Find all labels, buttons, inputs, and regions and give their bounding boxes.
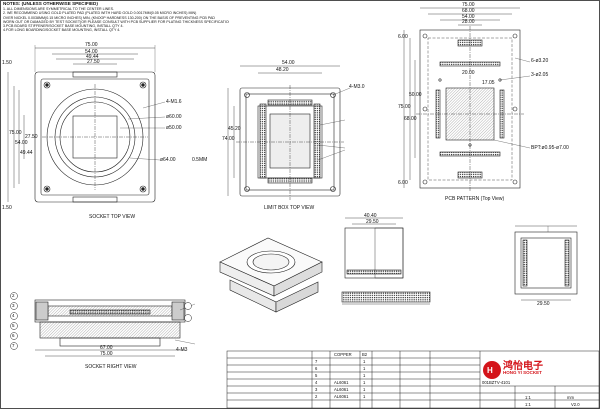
dim-label: 67.00 bbox=[100, 345, 113, 351]
view-title-pcb: PCB PATTERN (Top View) bbox=[445, 196, 505, 202]
bom-header-material: COPPER bbox=[334, 352, 352, 357]
dim-label: 68.00 bbox=[404, 116, 417, 122]
company-logo-mark: H bbox=[483, 361, 501, 379]
title-block: COPPER B2 7 1 6 1 5 1 4 AL6061 1 3 AL606… bbox=[227, 351, 599, 408]
socket-right-view bbox=[34, 299, 196, 357]
dim-label: 49.44 bbox=[20, 150, 33, 156]
dim-label: 50.00 bbox=[409, 92, 422, 98]
dim-label: 54.00 bbox=[85, 49, 98, 55]
notes-title: NOTES: (UNLESS OTHERWISE SPECIFIED) bbox=[3, 2, 98, 6]
dim-label: 54.00 bbox=[462, 14, 475, 20]
scale-label: 1:1 bbox=[525, 395, 531, 400]
dim-label: 49.44 bbox=[86, 54, 99, 60]
dim-label: 27.50 bbox=[25, 134, 38, 140]
bom-row-qty: 1 bbox=[363, 366, 366, 371]
dim-label: 27.50 bbox=[87, 59, 100, 65]
notes-line: 3.PCB BOARD STIFFENER/SOCKET BASE MOUNTI… bbox=[3, 24, 124, 29]
notes-line: WORN OUT OR DAMAGED BY TEST SOCKET(OR PL… bbox=[3, 19, 229, 24]
view-title-limit-box: LIMIT BOX TOP VIEW bbox=[264, 205, 315, 211]
balloon-number: 2 bbox=[12, 293, 15, 298]
dim-label: 6-ø3.20 bbox=[531, 58, 549, 64]
dim-label: 68.00 bbox=[462, 8, 475, 14]
title-block-grid bbox=[226, 350, 600, 409]
svg-text:H: H bbox=[487, 366, 493, 375]
balloon-number: 3 bbox=[12, 303, 15, 308]
bom-row-no: 4 bbox=[315, 380, 318, 385]
balloon-number: 7 bbox=[12, 343, 15, 348]
dim-label: 54.00 bbox=[282, 60, 295, 66]
dim-label: 3-ø2.05 bbox=[531, 72, 549, 78]
dim-label: 4-M1.6 bbox=[166, 99, 182, 105]
version: V2.0 bbox=[571, 402, 580, 407]
dim-label: ø60.00 bbox=[166, 114, 182, 120]
dim-label: 28.00 bbox=[462, 19, 475, 25]
dim-label: 4-M3.0 bbox=[349, 84, 365, 90]
dim-label: 6.00 bbox=[398, 180, 408, 186]
bom-row-no: 5 bbox=[315, 373, 318, 378]
socket-top-view bbox=[7, 45, 166, 203]
notes-line: OVER NICKEL 0.0038MM(0.15 MICRO INCHES) … bbox=[3, 15, 215, 20]
dim-label: 6.00 bbox=[398, 34, 408, 40]
bom-row-qty: 1 bbox=[363, 380, 366, 385]
bom-row-no: 2 bbox=[315, 394, 318, 399]
balloon-callouts bbox=[10, 292, 192, 350]
view-title-socket-right: SOCKET RIGHT VIEW bbox=[85, 364, 137, 370]
balloon-number: 6 bbox=[12, 333, 15, 338]
dim-label: 75.00 bbox=[100, 351, 113, 357]
view-title-socket-top: SOCKET TOP VIEW bbox=[89, 214, 136, 220]
bom-row-qty: 1 bbox=[363, 373, 366, 378]
bom-header-qty: B2 bbox=[362, 352, 368, 357]
scale-value: 1:1 bbox=[525, 402, 531, 407]
dim-label: 45.20 bbox=[228, 126, 241, 132]
socket-side-views bbox=[341, 217, 578, 305]
company-name: 鸿怡电子 bbox=[503, 361, 543, 372]
dim-label: 1.50 bbox=[2, 60, 12, 66]
bom-row-qty: 1 bbox=[363, 394, 366, 399]
bom-row-no: 7 bbox=[315, 359, 318, 364]
company-name-en: HONG YI SOCKET bbox=[503, 370, 542, 375]
dim-label: ø50.00 bbox=[166, 125, 182, 131]
dim-label: 29.50 bbox=[537, 301, 550, 307]
dim-label: 17.05 bbox=[482, 80, 495, 86]
dim-label: 75.00 bbox=[462, 2, 475, 8]
bom-row-material: AL6061 bbox=[334, 387, 349, 392]
dim-label: 1.50 bbox=[2, 205, 12, 211]
part-number: 001BZTV-4101 bbox=[482, 380, 511, 385]
dim-label: BPT:ø0.95-ø7.00 bbox=[531, 145, 569, 151]
bom-row-material: AL6061 bbox=[334, 394, 349, 399]
bom-row-qty: 1 bbox=[363, 359, 366, 364]
dim-label: 75.00 bbox=[9, 130, 22, 136]
dim-label: 29.50 bbox=[366, 219, 379, 225]
dim-label: ø64.00 bbox=[160, 157, 176, 163]
bom-row-no: 6 bbox=[315, 366, 318, 371]
notes-line: 2. WE RECOMMEND USING GOLD PLATED PAD (P… bbox=[3, 11, 197, 16]
notes-block: NOTES: (UNLESS OTHERWISE SPECIFIED) 1. A… bbox=[3, 2, 229, 32]
limit-box-top-view bbox=[227, 65, 351, 200]
notes-line: 4.FOR LONG BOARDING/SOCKET BASE MOUNTING… bbox=[3, 28, 121, 33]
balloon-number: 5 bbox=[12, 323, 15, 328]
pcb-pattern-view bbox=[403, 7, 531, 192]
dim-label: 48.20 bbox=[276, 67, 289, 73]
socket-iso-view bbox=[219, 237, 323, 313]
notes-line: 1. ALL DIMENSIONS ARE SYMMETRICAL TO THE… bbox=[3, 7, 114, 12]
dim-label: 75.00 bbox=[398, 104, 411, 110]
dim-label: 40.40 bbox=[364, 213, 377, 219]
bom-row-material: AL6061 bbox=[334, 380, 349, 385]
dim-label: 74.00 bbox=[222, 136, 235, 142]
dim-label: 20.00 bbox=[462, 70, 475, 76]
bom-row-no: 3 bbox=[315, 387, 318, 392]
dim-label: 54.00 bbox=[15, 140, 28, 146]
dim-label: 75.00 bbox=[85, 42, 98, 48]
balloon-number: 4 bbox=[12, 313, 15, 318]
dim-label: 0.5MM bbox=[192, 157, 208, 163]
dim-label: 4-M3 bbox=[176, 347, 188, 353]
unit: mm bbox=[567, 395, 574, 400]
bom-row-qty: 1 bbox=[363, 387, 366, 392]
